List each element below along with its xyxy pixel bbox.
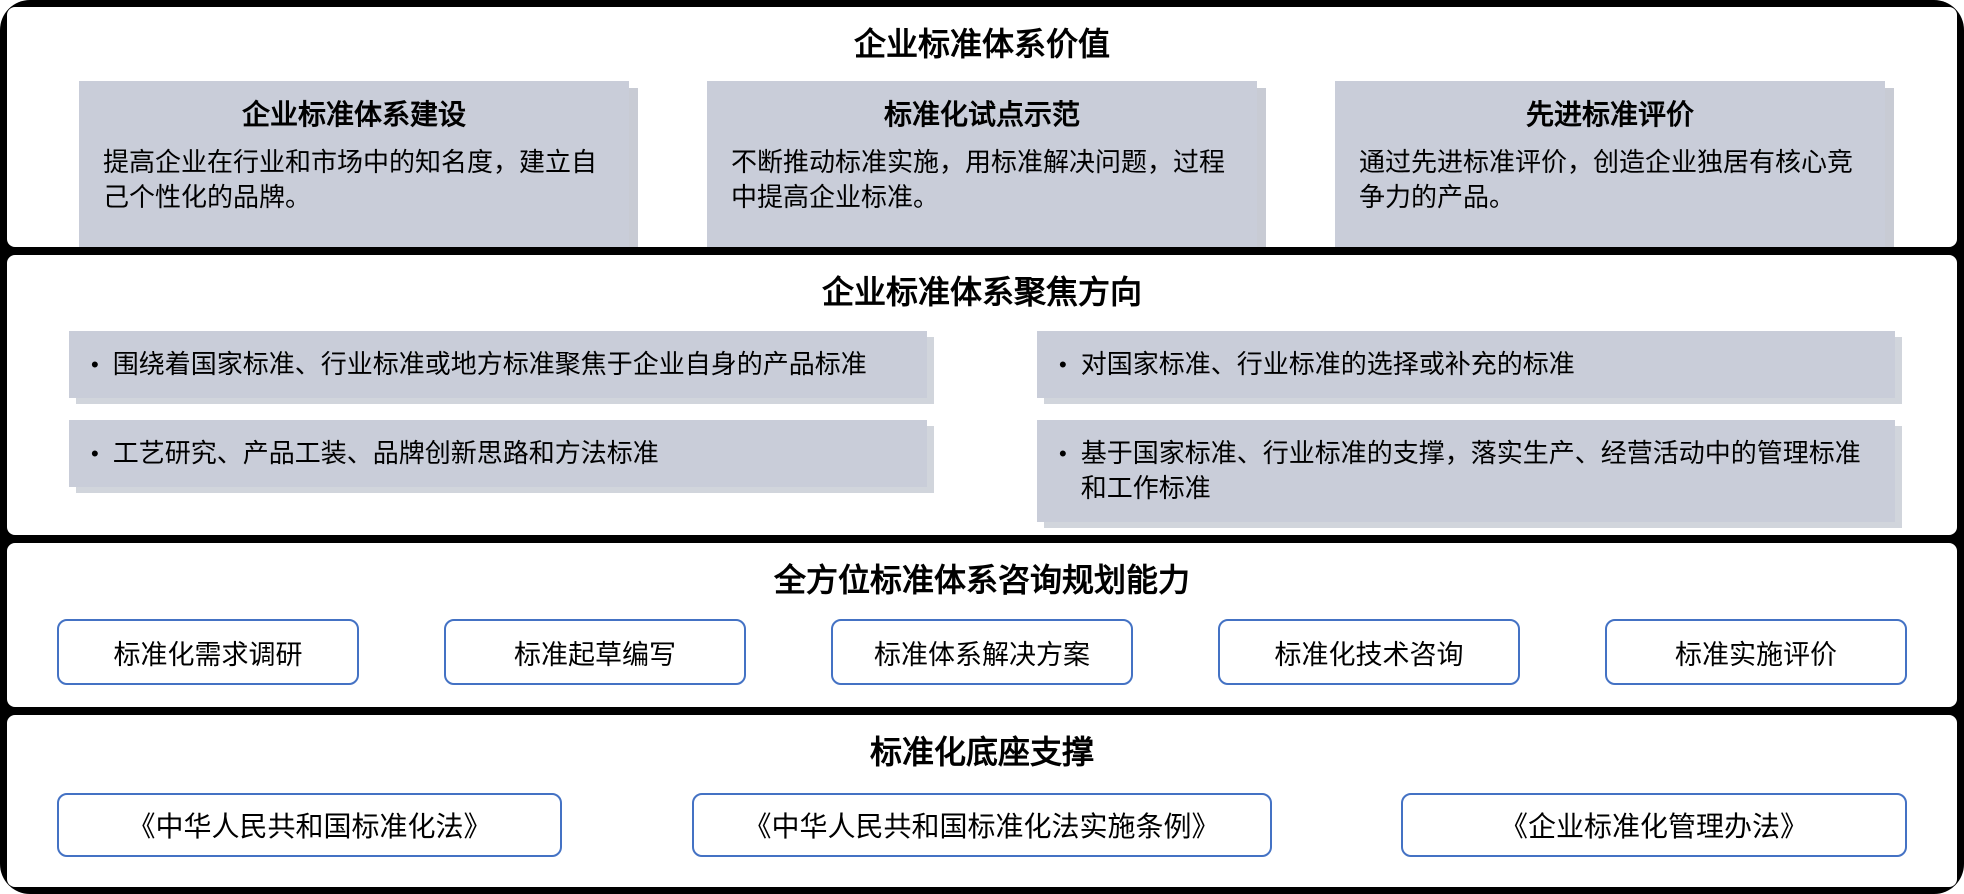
value-cards-row: 企业标准体系建设 提高企业在行业和市场中的知名度，建立自己个性化的品牌。 标准化… xyxy=(7,65,1957,247)
value-card-body: 不断推动标准实施，用标准解决问题，过程中提高企业标准。 xyxy=(731,147,1226,213)
section-value: 企业标准体系价值 企业标准体系建设 提高企业在行业和市场中的知名度，建立自己个性… xyxy=(7,7,1957,247)
value-card-title: 企业标准体系建设 xyxy=(241,99,466,130)
capability-pill-implementation-eval: 标准实施评价 xyxy=(1605,619,1907,685)
focus-item-text: 对国家标准、行业标准的选择或补充的标准 xyxy=(1080,349,1575,379)
capability-pill-drafting: 标准起草编写 xyxy=(444,619,746,685)
section-foundation: 标准化底座支撑 《中华人民共和国标准化法》 《中华人民共和国标准化法实施条例》 … xyxy=(7,715,1957,887)
value-card-advanced-eval: 先进标准评价 通过先进标准评价，创造企业独居有核心竞争力的产品。 xyxy=(1335,81,1885,247)
capability-pill-demand-research: 标准化需求调研 xyxy=(57,619,359,685)
foundation-pill-enterprise-management-measures: 《企业标准化管理办法》 xyxy=(1401,793,1907,857)
value-card-construction: 企业标准体系建设 提高企业在行业和市场中的知名度，建立自己个性化的品牌。 xyxy=(79,81,629,247)
bullet-icon: • xyxy=(1059,441,1067,467)
value-card-body: 提高企业在行业和市场中的知名度，建立自己个性化的品牌。 xyxy=(103,147,598,213)
focus-item-product-standard: • 围绕着国家标准、行业标准或地方标准聚焦于企业自身的产品标准 xyxy=(69,331,927,399)
bullet-icon: • xyxy=(91,441,99,467)
value-card-title: 标准化试点示范 xyxy=(883,99,1080,130)
section-focus: 企业标准体系聚焦方向 • 围绕着国家标准、行业标准或地方标准聚焦于企业自身的产品… xyxy=(7,255,1957,535)
bullet-icon: • xyxy=(91,352,99,377)
section-value-title: 企业标准体系价值 xyxy=(853,26,1110,62)
section-capability-title: 全方位标准体系咨询规划能力 xyxy=(773,562,1190,598)
bullet-icon: • xyxy=(1059,352,1067,377)
value-card-pilot-demo: 标准化试点示范 不断推动标准实施，用标准解决问题，过程中提高企业标准。 xyxy=(707,81,1257,247)
focus-item-process-method: • 工艺研究、产品工装、品牌创新思路和方法标准 xyxy=(69,420,927,488)
focus-item-text: 工艺研究、产品工装、品牌创新思路和方法标准 xyxy=(112,438,659,469)
focus-item-text: 基于国家标准、行业标准的支撑，落实生产、经营活动中的管理标准和工作标准 xyxy=(1080,438,1861,504)
capability-pill-tech-consulting: 标准化技术咨询 xyxy=(1218,619,1520,685)
value-card-title: 先进标准评价 xyxy=(1525,99,1694,130)
value-card-body: 通过先进标准评价，创造企业独居有核心竞争力的产品。 xyxy=(1359,147,1854,213)
section-focus-title: 企业标准体系聚焦方向 xyxy=(821,274,1142,310)
section-capability: 全方位标准体系咨询规划能力 标准化需求调研 标准起草编写 标准体系解决方案 标准… xyxy=(7,543,1957,707)
section-foundation-title: 标准化底座支撑 xyxy=(869,734,1094,770)
focus-item-management-work: • 基于国家标准、行业标准的支撑，落实生产、经营活动中的管理标准和工作标准 xyxy=(1037,420,1895,523)
foundation-pill-standardization-law: 《中华人民共和国标准化法》 xyxy=(57,793,562,857)
focus-grid: • 围绕着国家标准、行业标准或地方标准聚焦于企业自身的产品标准 • 对国家标准、… xyxy=(7,313,1957,523)
focus-item-selection-supplement: • 对国家标准、行业标准的选择或补充的标准 xyxy=(1037,331,1895,399)
capability-pills-row: 标准化需求调研 标准起草编写 标准体系解决方案 标准化技术咨询 标准实施评价 xyxy=(7,601,1957,685)
foundation-pill-implementation-regulations: 《中华人民共和国标准化法实施条例》 xyxy=(691,793,1272,857)
capability-pill-system-solution: 标准体系解决方案 xyxy=(831,619,1133,685)
foundation-pills-row: 《中华人民共和国标准化法》 《中华人民共和国标准化法实施条例》 《企业标准化管理… xyxy=(7,773,1957,857)
focus-item-text: 围绕着国家标准、行业标准或地方标准聚焦于企业自身的产品标准 xyxy=(112,349,867,379)
